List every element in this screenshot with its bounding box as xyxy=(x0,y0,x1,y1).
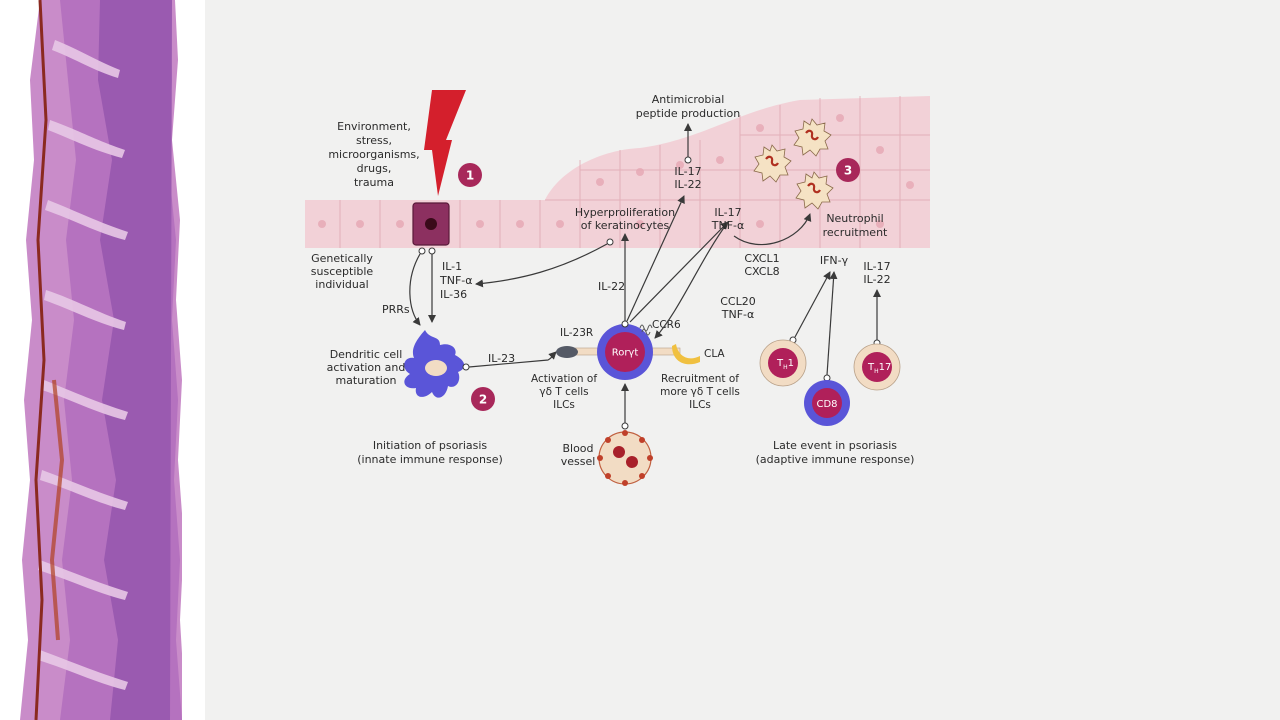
svg-text:2: 2 xyxy=(479,393,487,407)
il23r-label: IL-23R xyxy=(560,327,593,339)
svg-text:stress,: stress, xyxy=(356,134,392,147)
svg-text:Hyperproliferation: Hyperproliferation xyxy=(575,206,675,219)
svg-text:Neutrophil: Neutrophil xyxy=(826,212,883,225)
th1-cell: TH1 xyxy=(759,339,807,387)
svg-text:CXCL1: CXCL1 xyxy=(744,252,779,265)
ifng-label: IFN-γ xyxy=(820,254,849,267)
step-badge-3: 3 xyxy=(836,158,860,182)
svg-text:CXCL8: CXCL8 xyxy=(744,265,779,278)
svg-text:activation and: activation and xyxy=(327,361,406,374)
antimicrobial-label: Antimicrobial peptide production xyxy=(636,93,740,120)
step-badge-2: 2 xyxy=(471,387,495,411)
il17-tnf-label: IL-17 TNF-α xyxy=(711,206,745,232)
dendritic-cell-label: Dendritic cell activation and maturation xyxy=(327,348,406,387)
activation-label: Activation of γδ T cells ILCs xyxy=(531,373,597,411)
svg-text:(adaptive immune response): (adaptive immune response) xyxy=(756,453,915,466)
hyperproliferation-label: Hyperproliferation of keratinocytes xyxy=(575,206,675,232)
affected-keratinocyte xyxy=(412,202,450,246)
initiation-caption: Initiation of psoriasis (innate immune r… xyxy=(357,439,503,466)
lightning-bolt-icon xyxy=(424,90,466,196)
svg-text:IL-22: IL-22 xyxy=(863,273,890,286)
dendritic-cell xyxy=(404,330,465,398)
svg-text:vessel: vessel xyxy=(561,455,596,468)
step-badge-1: 1 xyxy=(458,163,482,187)
svg-text:IL-17: IL-17 xyxy=(714,206,741,219)
svg-text:maturation: maturation xyxy=(335,374,396,387)
environment-label: Environment, stress, microorganisms, dru… xyxy=(328,120,419,189)
svg-text:Rorγt: Rorγt xyxy=(612,348,639,359)
svg-text:TH17: TH17 xyxy=(867,362,891,375)
svg-text:CCL20: CCL20 xyxy=(720,295,756,308)
svg-text:Antimicrobial: Antimicrobial xyxy=(652,93,725,106)
gamma-delta-t-cell: Rorγt xyxy=(556,324,700,380)
svg-text:Blood: Blood xyxy=(562,442,593,455)
svg-text:recruitment: recruitment xyxy=(823,226,888,239)
svg-text:TNF-α: TNF-α xyxy=(439,274,473,287)
svg-text:Recruitment of: Recruitment of xyxy=(661,373,739,385)
cd8-cell: CD8 xyxy=(804,380,850,426)
svg-text:TNF-α: TNF-α xyxy=(711,219,745,232)
il22-label: IL-22 xyxy=(598,280,625,293)
ccl20-label: CCL20 TNF-α xyxy=(720,295,756,321)
ccr6-label: CCR6 xyxy=(652,319,681,331)
il23-label: IL-23 xyxy=(488,352,515,365)
svg-text:drugs,: drugs, xyxy=(357,162,392,175)
svg-text:IL-17: IL-17 xyxy=(863,260,890,273)
svg-text:IL-36: IL-36 xyxy=(440,288,467,301)
svg-text:3: 3 xyxy=(844,164,852,178)
svg-text:TH1: TH1 xyxy=(776,358,794,371)
svg-text:peptide production: peptide production xyxy=(636,107,740,120)
svg-text:(innate immune response): (innate immune response) xyxy=(357,453,503,466)
late-event-caption: Late event in psoriasis (adaptive immune… xyxy=(756,439,915,466)
neutrophils xyxy=(753,118,834,210)
svg-text:Initiation of psoriasis: Initiation of psoriasis xyxy=(373,439,488,452)
il1-cytokine-group: IL-1 TNF-α IL-36 xyxy=(439,260,473,301)
svg-text:Late event in psoriasis: Late event in psoriasis xyxy=(773,439,897,452)
svg-text:Environment,: Environment, xyxy=(337,120,411,133)
svg-text:IL-1: IL-1 xyxy=(442,260,462,273)
svg-text:susceptible: susceptible xyxy=(311,265,374,278)
histology-skin-section-image xyxy=(0,0,205,720)
svg-text:CD8: CD8 xyxy=(816,399,837,410)
il17-il22-right-label: IL-17 IL-22 xyxy=(863,260,890,286)
svg-text:Genetically: Genetically xyxy=(311,252,373,265)
il17-il22-top-label: IL-17 IL-22 xyxy=(674,165,701,191)
svg-text:individual: individual xyxy=(315,278,368,291)
svg-text:Dendritic cell: Dendritic cell xyxy=(330,348,403,361)
th17-cell: TH17 xyxy=(853,343,901,391)
svg-text:more γδ T cells: more γδ T cells xyxy=(660,386,740,398)
blood-vessel xyxy=(597,430,653,486)
keratinocyte-layer xyxy=(305,96,930,248)
svg-text:IL-22: IL-22 xyxy=(674,178,701,191)
svg-text:of keratinocytes: of keratinocytes xyxy=(581,219,670,232)
svg-text:IL-17: IL-17 xyxy=(674,165,701,178)
cxcl-label: CXCL1 CXCL8 xyxy=(744,252,779,278)
svg-text:1: 1 xyxy=(466,169,474,183)
svg-text:ILCs: ILCs xyxy=(689,399,711,411)
svg-text:microorganisms,: microorganisms, xyxy=(328,148,419,161)
genetic-susceptibility-label: Genetically susceptible individual xyxy=(311,252,374,291)
svg-text:trauma: trauma xyxy=(354,176,394,189)
svg-text:TNF-α: TNF-α xyxy=(721,308,755,321)
prrs-label: PRRs xyxy=(382,303,410,316)
neutrophil-recruitment-label: Neutrophil recruitment xyxy=(823,212,888,239)
blood-vessel-label: Blood vessel xyxy=(561,442,596,468)
svg-text:γδ T cells: γδ T cells xyxy=(539,386,588,398)
cla-label: CLA xyxy=(704,348,725,360)
svg-text:Activation of: Activation of xyxy=(531,373,597,385)
svg-text:ILCs: ILCs xyxy=(553,399,575,411)
recruitment-label: Recruitment of more γδ T cells ILCs xyxy=(660,373,740,411)
